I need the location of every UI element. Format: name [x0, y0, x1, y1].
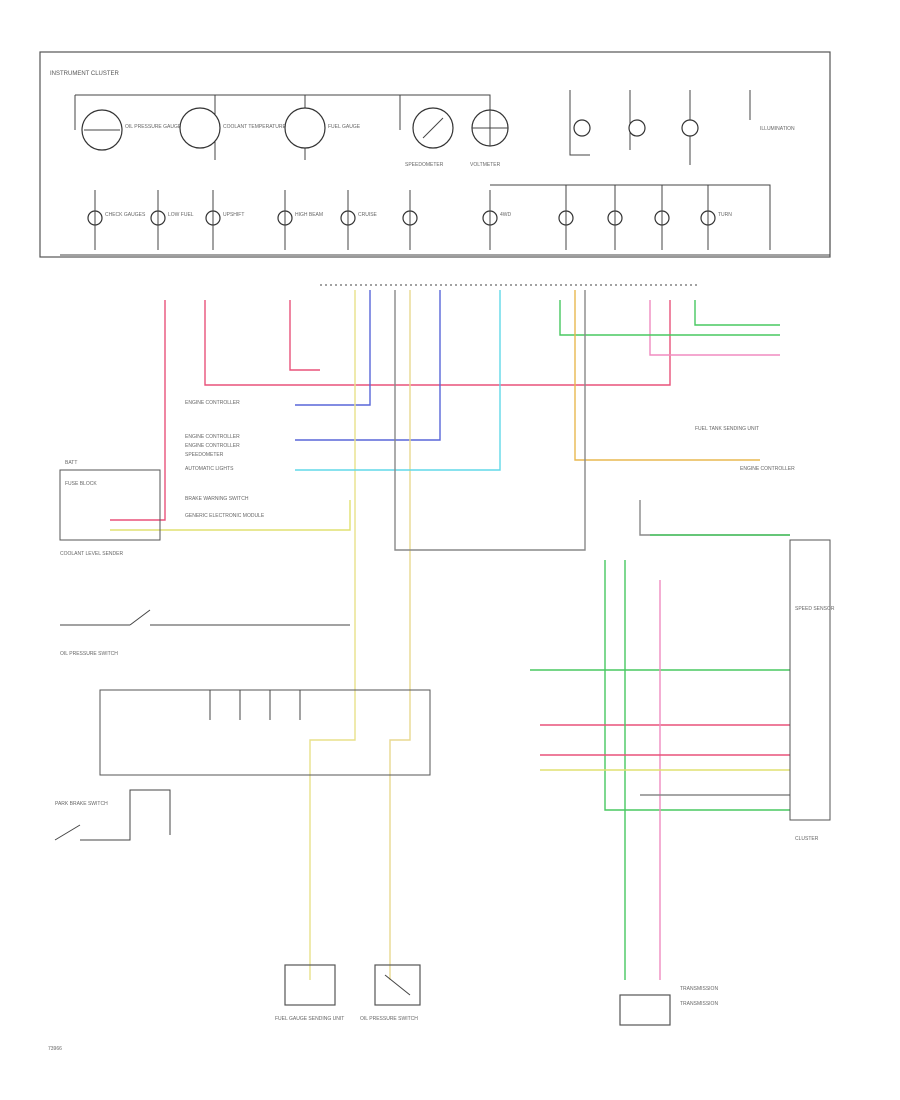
- svg-text:ENGINE CONTROLLER: ENGINE CONTROLLER: [185, 400, 240, 406]
- cluster-title: INSTRUMENT CLUSTER: [50, 71, 120, 77]
- wire-blue-1: [295, 290, 371, 406]
- svg-text:COOLANT TEMPERATURE GAUGE: COOLANT TEMPERATURE GAUGE: [223, 124, 306, 130]
- svg-text:FUEL GAUGE SENDING UNIT: FUEL GAUGE SENDING UNIT: [275, 1016, 344, 1022]
- svg-text:GENERIC ELECTRONIC MODULE: GENERIC ELECTRONIC MODULE: [185, 513, 265, 519]
- indicator-lamp-3: [681, 119, 699, 137]
- svg-text:FUEL GAUGE: FUEL GAUGE: [328, 124, 361, 130]
- wire-yellow-1: [309, 290, 356, 980]
- svg-text:SPEEDOMETER: SPEEDOMETER: [405, 162, 444, 168]
- indicator-lamp-1: [573, 119, 591, 137]
- wire-green-2: [694, 300, 780, 326]
- svg-text:UPSHIFT: UPSHIFT: [223, 212, 244, 218]
- svg-text:CHECK GAUGES: CHECK GAUGES: [105, 212, 146, 218]
- wire-green-1: [559, 300, 780, 336]
- wire-blue-2: [295, 290, 441, 441]
- wire-red-1: [110, 300, 166, 521]
- wire-red-3: [289, 300, 320, 371]
- wire-red-2: [204, 300, 671, 386]
- svg-text:OIL PRESSURE GAUGE: OIL PRESSURE GAUGE: [125, 124, 182, 130]
- fuel-gauge: [284, 107, 326, 149]
- svg-text:OIL PRESSURE SWITCH: OIL PRESSURE SWITCH: [60, 651, 118, 657]
- svg-text:HIGH BEAM: HIGH BEAM: [295, 212, 323, 218]
- svg-text:FUSE BLOCK: FUSE BLOCK: [65, 481, 97, 487]
- coolant-temperature-gauge: [179, 107, 221, 149]
- svg-text:TURN: TURN: [718, 212, 732, 218]
- fuel-sending-unit-box: [284, 964, 336, 1006]
- svg-text:BRAKE WARNING SWITCH: BRAKE WARNING SWITCH: [185, 496, 249, 502]
- transmission-box: [619, 994, 671, 1026]
- svg-text:CRUISE: CRUISE: [358, 212, 378, 218]
- wire-yellow-2: [389, 290, 411, 980]
- fuse-block-box: [59, 469, 161, 541]
- wire-cyan-1: [295, 290, 501, 471]
- wire-pink-1: [649, 300, 780, 356]
- oil-pressure-switch-box: [374, 964, 421, 1006]
- wire-green-5: [604, 560, 790, 811]
- svg-text:BATT: BATT: [65, 460, 77, 466]
- oil-pressure-switch-symbol: [60, 609, 350, 626]
- svg-text:4WD: 4WD: [500, 212, 512, 218]
- svg-text:ENGINE CONTROLLER: ENGINE CONTROLLER: [185, 443, 240, 449]
- wire-gray-1: [394, 290, 586, 551]
- svg-text:LOW FUEL: LOW FUEL: [168, 212, 194, 218]
- lamp-row-bus: [60, 184, 830, 256]
- svg-text:ILLUMINATION: ILLUMINATION: [760, 126, 795, 132]
- svg-text:AUTOMATIC LIGHTS: AUTOMATIC LIGHTS: [185, 466, 234, 472]
- right-connector-box: [789, 539, 831, 821]
- svg-text:ENGINE CONTROLLER: ENGINE CONTROLLER: [740, 466, 795, 472]
- svg-text:SPEED SENSOR: SPEED SENSOR: [795, 606, 835, 612]
- indicator-lamp-2: [628, 119, 646, 137]
- svg-text:ENGINE CONTROLLER: ENGINE CONTROLLER: [185, 434, 240, 440]
- svg-text:OIL PRESSURE SWITCH: OIL PRESSURE SWITCH: [360, 1016, 418, 1022]
- park-brake-box: [99, 689, 431, 776]
- svg-text:PARK BRAKE SWITCH: PARK BRAKE SWITCH: [55, 801, 108, 807]
- svg-text:CLUSTER: CLUSTER: [795, 836, 819, 842]
- svg-text:TRANSMISSION: TRANSMISSION: [680, 986, 718, 992]
- svg-text:COOLANT LEVEL SENDER: COOLANT LEVEL SENDER: [60, 551, 123, 557]
- wire-orange-1: [574, 290, 760, 461]
- svg-text:SPEEDOMETER: SPEEDOMETER: [185, 452, 224, 458]
- wire-yellow-3: [110, 500, 351, 531]
- svg-text:FUEL TANK SENDING UNIT: FUEL TANK SENDING UNIT: [695, 426, 759, 432]
- cluster-bus-right: [569, 80, 831, 250]
- footer-code: 73966: [48, 1046, 62, 1052]
- wire-gray-2: [639, 500, 790, 536]
- svg-text:TRANSMISSION: TRANSMISSION: [680, 1001, 718, 1007]
- svg-text:VOLTMETER: VOLTMETER: [470, 162, 501, 168]
- brake-switch-symbol: [54, 789, 171, 841]
- middle-labels: ENGINE CONTROLLER ENGINE CONTROLLER ENGI…: [185, 400, 265, 519]
